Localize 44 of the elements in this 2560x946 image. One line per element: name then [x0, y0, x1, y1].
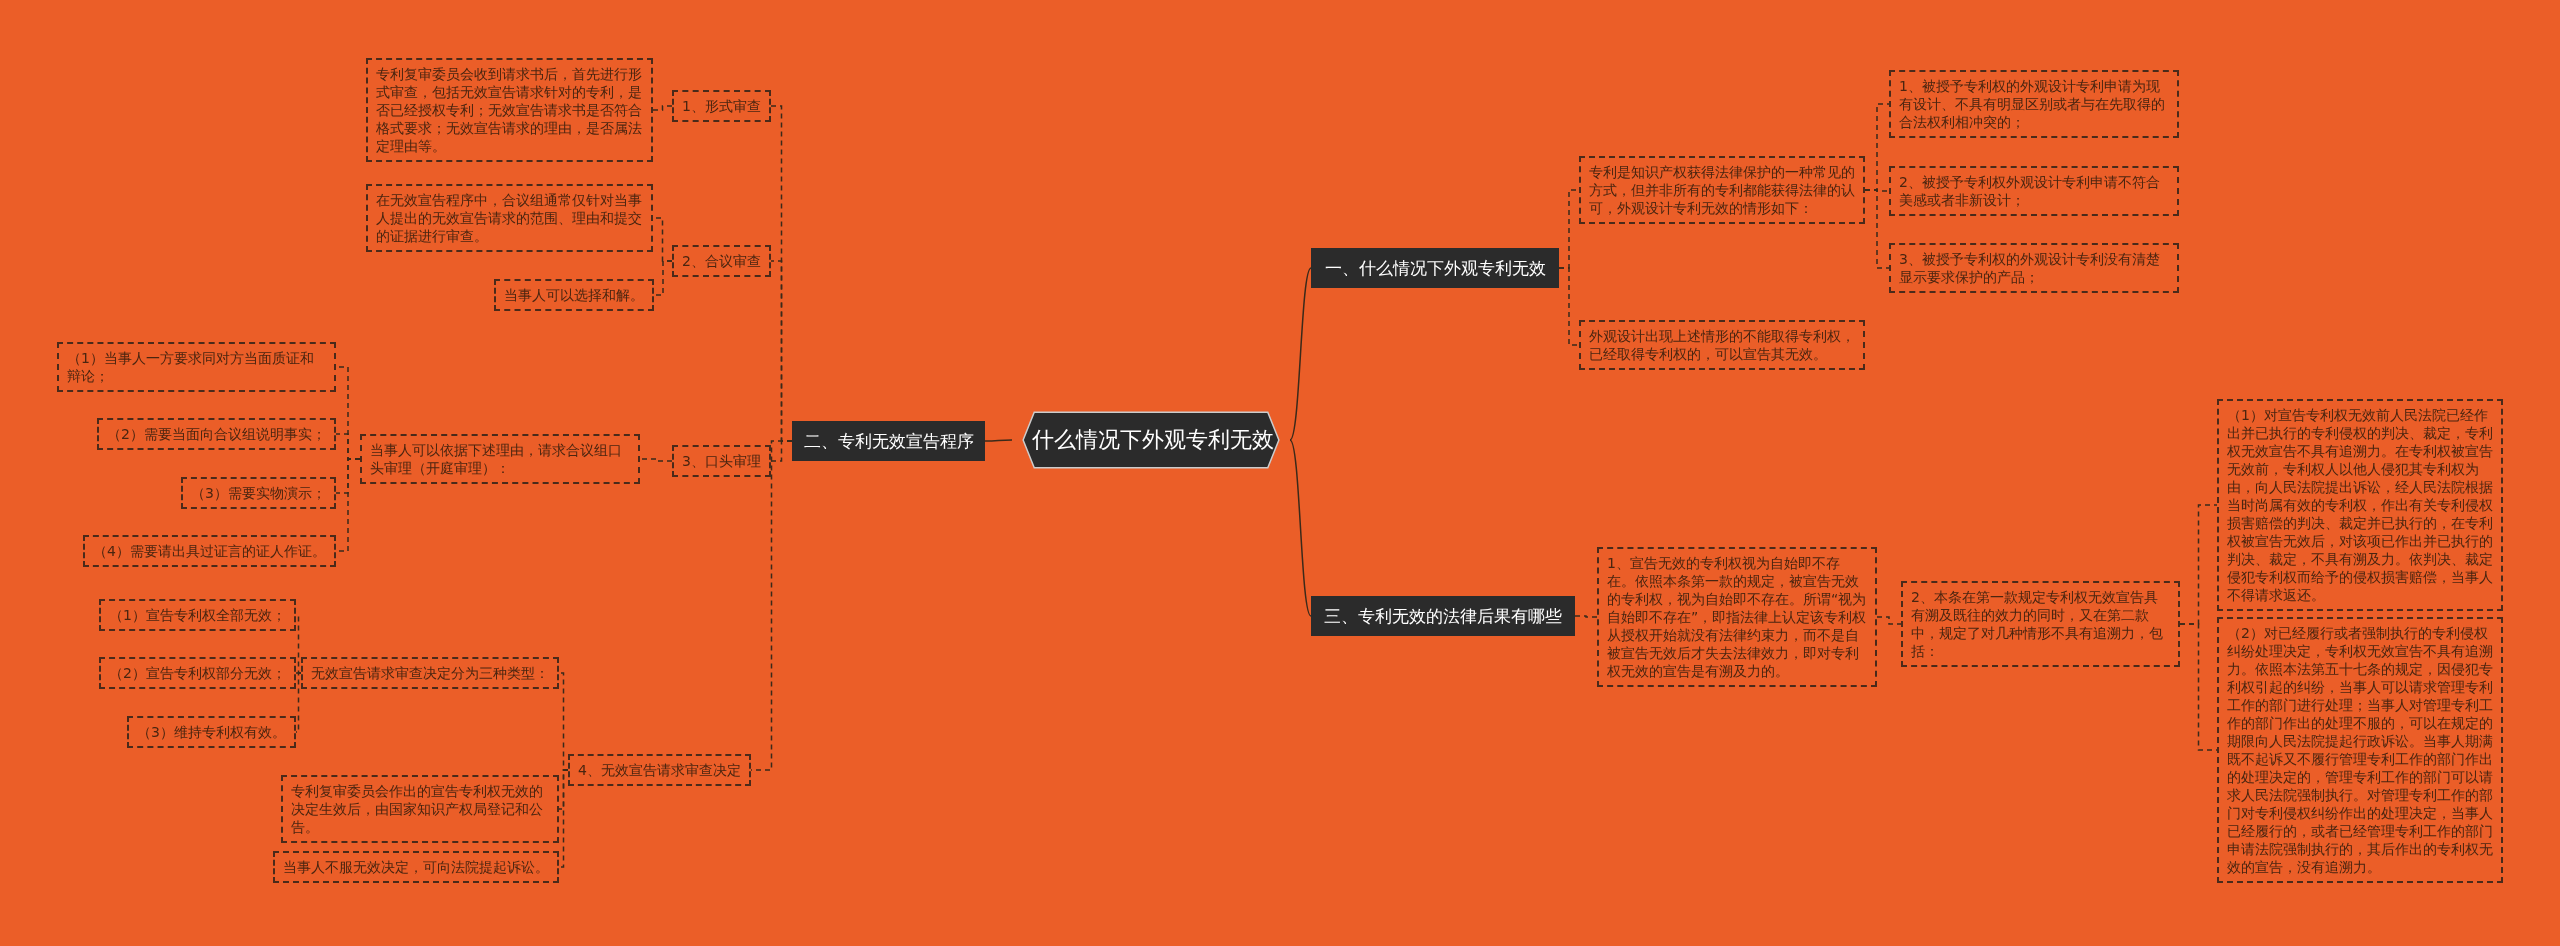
text-box: 专利复审委员会收到请求书后，首先进行形式审查，包括无效宣告请求针对的专利，是否已经授权专利；无效宣告请求书是否符合格式要求；无效宣告请求的理由，是否属法定理由等。 [366, 58, 653, 162]
text-box: 专利是知识产权获得法律保护的一种常见的方式，但并非所有的专利都能获得法律的认可，外观设计专利无效的情形如下： [1579, 156, 1865, 224]
text-box: 3、被授予专利权的外观设计专利没有清楚显示要求保护的产品； [1889, 243, 2179, 293]
connector-line [1558, 267, 1580, 346]
text-box: 1、被授予专利权的外观设计专利申请为现有设计、不具有明显区别或者与在先取得的合法权利相冲突的； [1889, 70, 2179, 138]
connector-line [984, 439, 1013, 442]
text-box: 3、口头审理 [672, 445, 771, 477]
text-box: 外观设计出现上述情形的不能取得专利权，已经取得专利权的，可以宣告其无效。 [1579, 320, 1865, 370]
text-box: （1）当事人一方要求同对方当面质证和辩论； [57, 342, 336, 392]
connector-line [295, 614, 302, 674]
connector-line [558, 769, 569, 868]
text-box: （3）维持专利权有效。 [127, 716, 296, 748]
branch-topic: 一、什么情况下外观专利无效 [1311, 248, 1559, 288]
branch-topic: 三、专利无效的法律后果有哪些 [1311, 596, 1575, 636]
text-box: 2、本条在第一款规定专利权无效宣告具有溯及既往的效力的同时，又在第二款中，规定了对几种情形不具有追溯力，包括： [1901, 581, 2180, 667]
connector-line [639, 458, 673, 462]
text-box: 2、被授予专利权外观设计专利申请不符合美感或者非新设计； [1889, 166, 2179, 216]
connector-line [1289, 439, 1312, 617]
text-box: 专利复审委员会作出的宣告专利权无效的决定生效后，由国家知识产权局登记和公告。 [281, 775, 559, 843]
text-box: （2）宣告专利权部分无效； [99, 657, 296, 689]
text-box: （2）对已经履行或者强制执行的专利侵权纠纷处理决定，专利权无效宣告不具有追溯力。依照本法第五十七条的规定，因侵犯专利权引起的纠纷，当事人可以请求管理专利工作的部门进行处理；当事人对管理专利工作的部门作出的处理不服的，可以在规定的期限向人民法院提起行政诉讼。当事人期满既不起诉又不履行管理专利工作的部门作出的处理决定的，管理专利工作的部门可以请求人民法院强制执行。对管理专利工作的部门对专利侵权纠纷作出的处理决定，当事人已经履行的，或者已经管理专利工作的部门申请法院强制执行的，其后作出的专利权无效的宣告，没有追溯力。 [2217, 617, 2503, 883]
text-box: 1、形式审查 [672, 90, 771, 122]
text-box: （1）对宣告专利权无效前人民法院已经作出并已执行的专利侵权的判决、裁定，专利权无效宣告不具有追溯力。在专利权被宣告无效前，专利权人以他人侵犯其专利权为由，向人民法院提出诉讼，经人民法院根据当时尚属有效的专利权，作出有关专利侵权损害赔偿的判决、裁定并已执行的，在专利权被宣告无效后，对该项已作出并已执行的判决、裁定，不具有溯及力。依判决、裁定侵犯专利权而给予的侵权损害赔偿，当事人不得请求返还。 [2217, 399, 2503, 611]
connector-line [1574, 615, 1598, 618]
text-box: 1、宣告无效的专利权视为自始即不存在。依照本条第一款的规定，被宣告无效的专利权，视为自始即不存在。所谓“视为自始即不存在”，即指法律上认定该专利权从授权开始就没有法律约束力，而不是自被宣告无效后才失去法律效力，即对专利权无效的宣告是有溯及力的。 [1597, 547, 1877, 687]
text-box: （3）需要实物演示； [181, 477, 336, 509]
connector-line [1876, 616, 1902, 625]
branch-topic: 二、专利无效宣告程序 [792, 421, 985, 461]
text-box: 无效宣告请求审查决定分为三种类型： [301, 657, 559, 689]
connector-line [295, 672, 302, 733]
text-box: 当事人可以选择和解。 [494, 279, 654, 311]
text-box: 当事人不服无效决定，可向法院提起诉讼。 [273, 851, 559, 883]
text-box: （4）需要请出具过证言的证人作证。 [83, 535, 336, 567]
text-box: 4、无效宣告请求审查决定 [568, 754, 751, 786]
text-box: 在无效宣告程序中，合议组通常仅针对当事人提出的无效宣告请求的范围、理由和提交的证据进行审查。 [366, 184, 653, 252]
text-box: （1）宣告专利权全部无效； [99, 599, 296, 631]
connector-line [1289, 267, 1312, 441]
connector-line [653, 260, 673, 296]
text-box: 2、合议审查 [672, 245, 771, 277]
connector-line [652, 105, 673, 111]
text-box: （2）需要当面向合议组说明事实； [97, 418, 336, 450]
connector-line [2179, 623, 2218, 751]
text-box: 当事人可以依据下述理由，请求合议组口头审理（开庭审理）： [360, 434, 640, 484]
connector-line [1864, 189, 1890, 269]
